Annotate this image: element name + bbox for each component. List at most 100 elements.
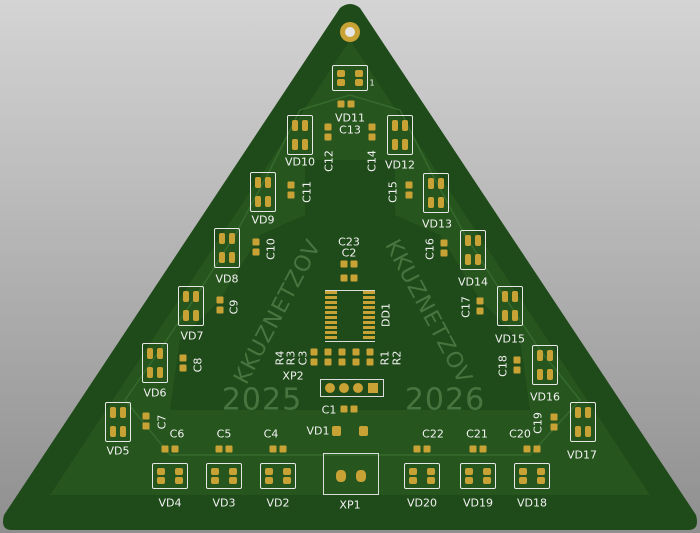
label-vd11: VD11 <box>335 111 365 125</box>
label-vd3: VD3 <box>212 496 236 510</box>
ic-dd1-footprint[interactable] <box>325 290 375 342</box>
label-vd19: VD19 <box>463 496 493 510</box>
connector-xp2[interactable] <box>320 379 384 397</box>
led-footprint-vd3[interactable] <box>206 463 242 489</box>
label-c3: C3 <box>296 350 310 366</box>
cap-c23-footprint[interactable] <box>340 260 358 268</box>
label-c23: C23 <box>338 235 360 249</box>
led-footprint-vd16[interactable] <box>532 345 558 385</box>
label-r1: R1 <box>378 350 392 366</box>
led-footprint-vd1[interactable] <box>330 424 370 438</box>
cap-c22-footprint[interactable] <box>413 445 431 453</box>
label-c11: C11 <box>300 181 314 203</box>
led-footprint-vd20[interactable] <box>404 463 440 489</box>
led-footprint-vd8[interactable] <box>214 228 240 268</box>
label-r2: R2 <box>390 350 404 366</box>
led-footprint-vd6[interactable] <box>142 343 168 383</box>
label-vd14: VD14 <box>458 275 488 289</box>
cap-c1-footprint[interactable] <box>340 405 358 413</box>
cap-c21-footprint[interactable] <box>469 445 487 453</box>
label-c6: C6 <box>169 427 185 441</box>
label-c2: C2 <box>341 246 357 260</box>
cap-c15-footprint[interactable] <box>405 181 413 199</box>
label-c5: C5 <box>216 427 232 441</box>
label-dd1: DD1 <box>379 303 393 327</box>
label-vd18: VD18 <box>517 496 547 510</box>
watermark-year-left: 2025 <box>221 382 303 418</box>
led-footprint-vd4[interactable] <box>152 463 188 489</box>
cap-c13-footprint[interactable] <box>337 100 355 108</box>
cap-c11-footprint[interactable] <box>287 181 295 199</box>
label-r3: R3 <box>284 350 298 366</box>
led-footprint-vd15[interactable] <box>497 286 523 326</box>
label-vd6: VD6 <box>143 386 167 400</box>
label-vd13: VD13 <box>422 217 452 231</box>
label-vd7: VD7 <box>180 329 204 343</box>
res-r4-footprint[interactable] <box>310 348 318 366</box>
label-vd8: VD8 <box>215 272 239 286</box>
label-vd16: VD16 <box>530 390 560 404</box>
label-c17: C17 <box>459 296 473 318</box>
cap-c5-footprint[interactable] <box>215 445 233 453</box>
cap-c4-footprint[interactable] <box>269 445 287 453</box>
label-vd15: VD15 <box>495 332 525 346</box>
led-footprint-vd5[interactable] <box>105 402 131 442</box>
cap-c20-footprint[interactable] <box>523 445 541 453</box>
label-c16: C16 <box>423 238 437 260</box>
cap-c19-footprint[interactable] <box>550 413 558 431</box>
label-c20: C20 <box>509 427 531 441</box>
led-footprint-vd12[interactable] <box>387 115 413 155</box>
led-footprint-vd18[interactable] <box>514 463 550 489</box>
label-c13: C13 <box>339 123 361 137</box>
res-r2-footprint[interactable] <box>366 348 374 366</box>
led-footprint-vd7[interactable] <box>178 286 204 326</box>
cap-c3-footprint[interactable] <box>338 348 346 366</box>
label-c21: C21 <box>466 427 488 441</box>
cap-c9-footprint[interactable] <box>216 296 224 314</box>
cap-c8-footprint[interactable] <box>179 354 187 372</box>
cap-c2-footprint[interactable] <box>340 274 358 282</box>
label-c8: C8 <box>191 357 205 373</box>
label-vd10: VD10 <box>285 155 315 169</box>
led-footprint-vd17[interactable] <box>570 402 596 442</box>
label-c7: C7 <box>155 414 169 430</box>
label-vd5: VD5 <box>106 444 130 458</box>
cap-c18-footprint[interactable] <box>513 356 521 374</box>
label-c22: C22 <box>422 427 444 441</box>
cap-c12-footprint[interactable] <box>324 123 332 141</box>
cap-c6-footprint[interactable] <box>161 445 179 453</box>
label-c4: C4 <box>263 427 279 441</box>
label-c15: C15 <box>386 181 400 203</box>
cap-c17-footprint[interactable] <box>476 297 484 315</box>
led-footprint-vd11[interactable] <box>332 65 368 91</box>
label-vd17: VD17 <box>567 448 597 462</box>
label-c1: C1 <box>321 403 337 417</box>
label-vd4: VD4 <box>158 496 182 510</box>
label-c10: C10 <box>264 238 278 260</box>
cap-c10-footprint[interactable] <box>252 238 260 256</box>
cap-c14-footprint[interactable] <box>368 123 376 141</box>
cap-c16-footprint[interactable] <box>440 239 448 257</box>
label-vd20: VD20 <box>407 496 437 510</box>
watermark-year-right: 2026 <box>404 382 486 418</box>
label-vd1: VD1 <box>306 424 330 438</box>
label-c12: C12 <box>322 150 336 172</box>
label-c18: C18 <box>496 355 510 377</box>
led-footprint-vd19[interactable] <box>460 463 496 489</box>
connector-xp1[interactable] <box>323 453 379 495</box>
label-vd12: VD12 <box>385 158 415 172</box>
res-r3-footprint[interactable] <box>324 348 332 366</box>
label-c19: C19 <box>531 412 545 434</box>
cap-c7-footprint[interactable] <box>142 412 150 430</box>
led-footprint-vd9[interactable] <box>250 172 276 212</box>
label-vd9: VD9 <box>251 213 275 227</box>
led-footprint-vd10[interactable] <box>287 115 313 155</box>
led-footprint-vd2[interactable] <box>260 463 296 489</box>
label-c14: C14 <box>365 150 379 172</box>
led-footprint-vd14[interactable] <box>460 230 486 270</box>
res-r1-footprint[interactable] <box>352 348 360 366</box>
led-footprint-vd13[interactable] <box>423 173 449 213</box>
label-c9: C9 <box>227 299 241 315</box>
label-xp1: XP1 <box>339 498 361 512</box>
